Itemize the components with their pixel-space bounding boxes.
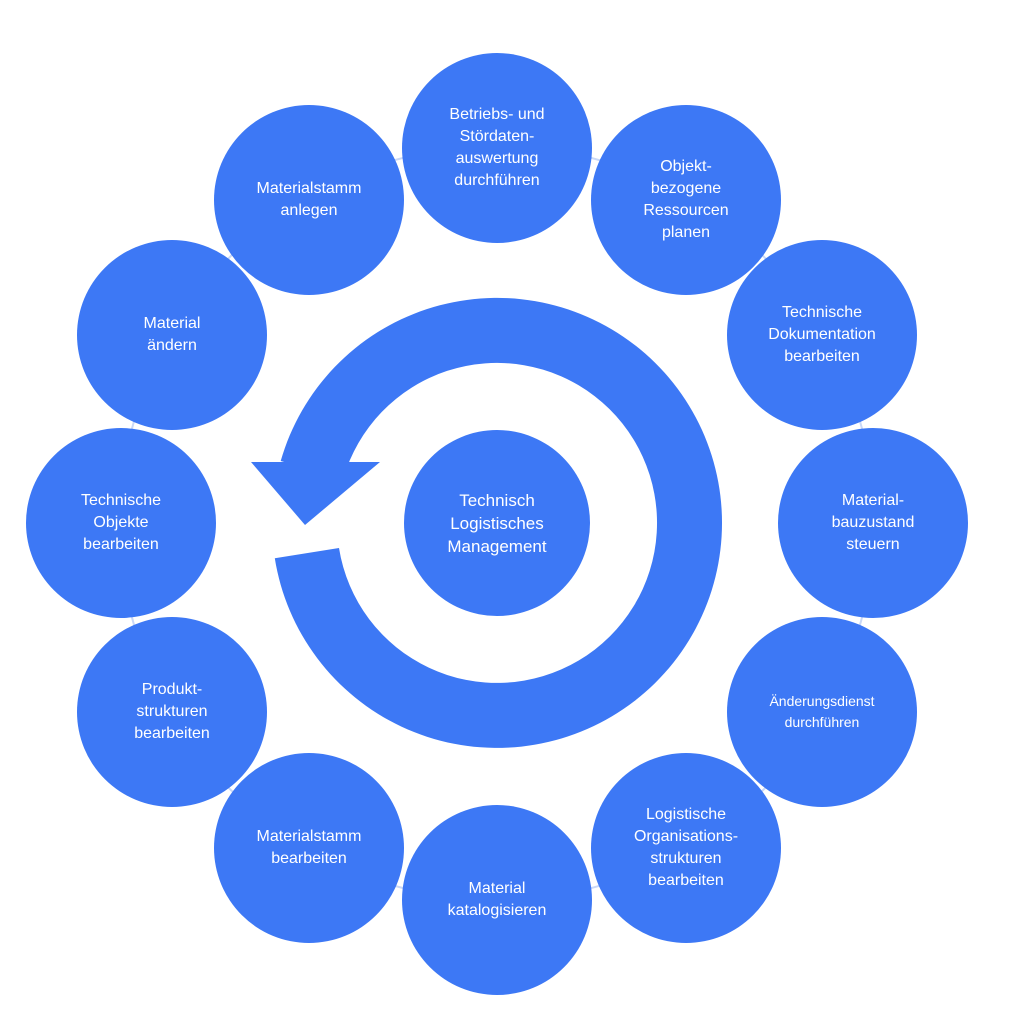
node-materialstamm-bearbeiten: Materialstamm bearbeiten bbox=[214, 753, 404, 943]
node-technische-dokumentation: Technische Dokumentation bearbeiten bbox=[727, 240, 917, 430]
node-material-aendern: Material ändern bbox=[77, 240, 267, 430]
node-produktstrukturen: Produkt- strukturen bearbeiten bbox=[77, 617, 267, 807]
node-materialstamm-anlegen: Materialstamm anlegen bbox=[214, 105, 404, 295]
node-materialbauzustand: Material- bauzustand steuern bbox=[778, 428, 968, 618]
center-node: Technisch Logistisches Management bbox=[404, 430, 590, 616]
node-technische-objekte: Technische Objekte bearbeiten bbox=[26, 428, 216, 618]
cycle-arrow-head bbox=[251, 462, 380, 525]
node-betriebs-stoerdaten: Betriebs- und Stördaten- auswertung durc… bbox=[402, 53, 592, 243]
node-aenderungsdienst: Änderungsdienst durchführen bbox=[727, 617, 917, 807]
node-material-katalogisieren: Material katalogisieren bbox=[402, 805, 592, 995]
node-ressourcen-planen: Objekt- bezogene Ressourcen planen bbox=[591, 105, 781, 295]
node-logistische-organisation: Logistische Organisations- strukturen be… bbox=[591, 753, 781, 943]
